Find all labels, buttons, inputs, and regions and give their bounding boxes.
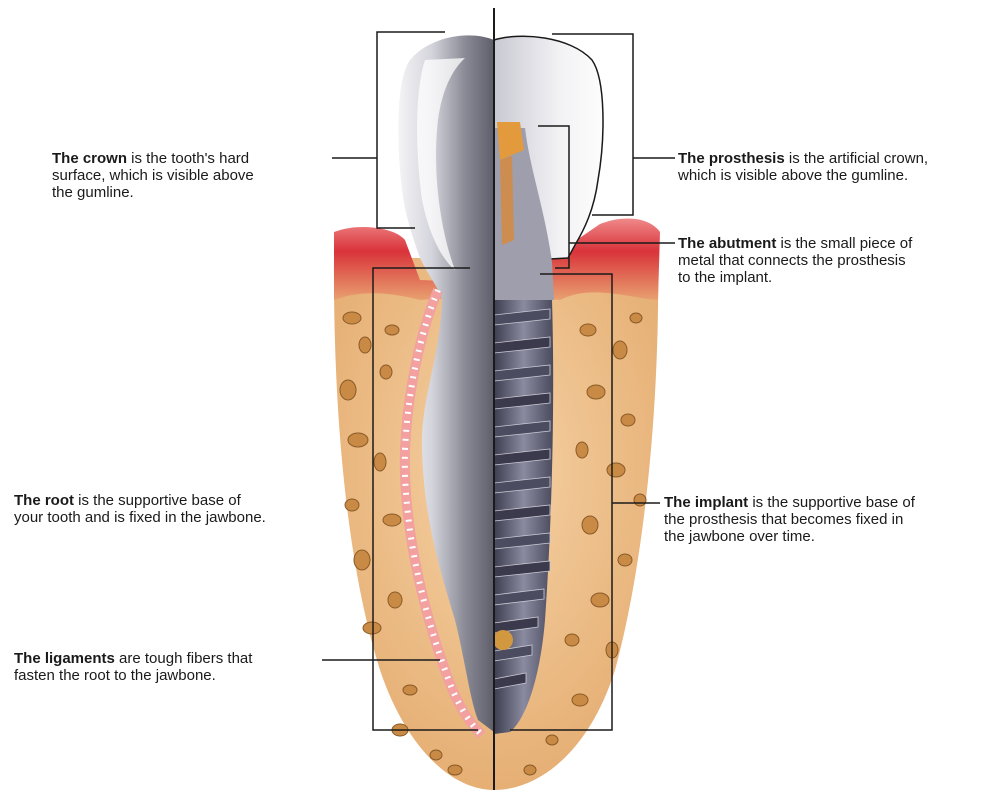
- crown-desc-3: the gumline.: [52, 184, 254, 201]
- bone-spot: [587, 385, 605, 399]
- implant-desc-3: the jawbone over time.: [664, 528, 915, 545]
- bone-spot: [380, 365, 392, 379]
- crown-desc-1: is the tooth's hard: [127, 150, 249, 167]
- bone-spot: [607, 463, 625, 477]
- root-desc-1: is the supportive base of: [74, 492, 241, 509]
- bone-spot: [618, 554, 632, 566]
- root-label: The root is the supportive base of your …: [14, 492, 266, 526]
- bone-spot: [383, 514, 401, 526]
- root-term: The root: [14, 492, 74, 509]
- bone-spot: [430, 750, 442, 760]
- bone-spot: [591, 593, 609, 607]
- ligaments-desc-1: are tough fibers that: [115, 650, 253, 667]
- bone-spot: [345, 499, 359, 511]
- bone-spot: [448, 765, 462, 775]
- implant-vent-hole: [493, 630, 513, 650]
- prosthesis-desc-1: is the artificial crown,: [785, 150, 928, 167]
- root-desc-2: your tooth and is fixed in the jawbone.: [14, 509, 266, 526]
- abutment-desc-2: metal that connects the prosthesis: [678, 252, 912, 269]
- implant-label: The implant is the supportive base of th…: [664, 494, 915, 545]
- bone-spot: [354, 550, 370, 570]
- bone-spot: [582, 516, 598, 534]
- ligaments-desc-2: fasten the root to the jawbone.: [14, 667, 252, 684]
- bone-spot: [576, 442, 588, 458]
- ligaments-term: The ligaments: [14, 650, 115, 667]
- abutment-term: The abutment: [678, 235, 776, 252]
- bone-spot: [580, 324, 596, 336]
- bone-spot: [340, 380, 356, 400]
- bone-spot: [374, 453, 386, 471]
- crown-term: The crown: [52, 150, 127, 167]
- bone-spot: [613, 341, 627, 359]
- bone-spot: [634, 494, 646, 506]
- abutment-screw-channel: [500, 156, 514, 245]
- bone-spot: [524, 765, 536, 775]
- bone-spot: [546, 735, 558, 745]
- bone-spot: [348, 433, 368, 447]
- bone-spot: [403, 685, 417, 695]
- prosthesis-label: The prosthesis is the artificial crown, …: [678, 150, 928, 184]
- crown-desc-2: surface, which is visible above: [52, 167, 254, 184]
- abutment-label: The abutment is the small piece of metal…: [678, 235, 912, 286]
- bone-spot: [385, 325, 399, 335]
- implant-term: The implant: [664, 494, 748, 511]
- ligaments-label: The ligaments are tough fibers that fast…: [14, 650, 252, 684]
- bone-spot: [621, 414, 635, 426]
- bone-spot: [343, 312, 361, 324]
- bone-spot: [630, 313, 642, 323]
- crown-label: The crown is the tooth's hard surface, w…: [52, 150, 254, 201]
- bone-spot: [359, 337, 371, 353]
- bone-spot: [388, 592, 402, 608]
- abutment-desc-1: is the small piece of: [776, 235, 912, 252]
- bone-spot: [572, 694, 588, 706]
- bone-spot: [363, 622, 381, 634]
- prosthesis-term: The prosthesis: [678, 150, 785, 167]
- implant-desc-1: is the supportive base of: [748, 494, 915, 511]
- bone-spot: [565, 634, 579, 646]
- implant-desc-2: the prosthesis that becomes fixed in: [664, 511, 915, 528]
- prosthesis-desc-2: which is visible above the gumline.: [678, 167, 928, 184]
- abutment-desc-3: to the implant.: [678, 269, 912, 286]
